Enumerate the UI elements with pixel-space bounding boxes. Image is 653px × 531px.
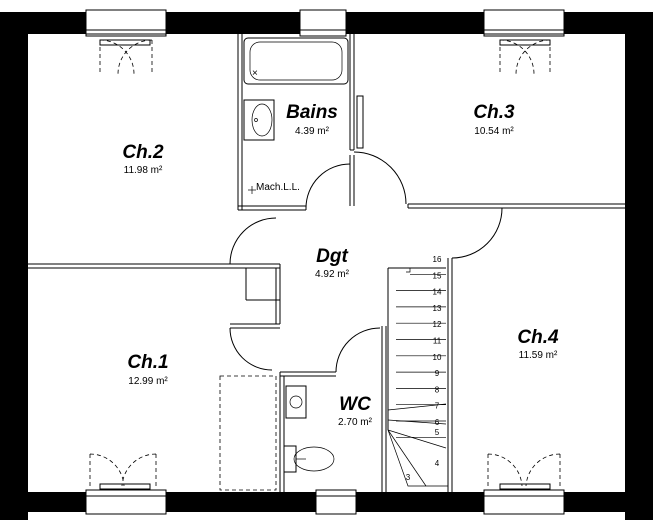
wc-sink xyxy=(285,385,307,419)
room-area-ch4: 11.59 m² xyxy=(519,350,558,361)
room-name-ch2: Ch.2 xyxy=(122,142,164,163)
room-name-dgt: Dgt xyxy=(316,246,348,267)
room-area-ch1: 12.99 m² xyxy=(128,376,168,387)
stair-step-number: 6 xyxy=(435,418,440,427)
dashed-cupboard xyxy=(219,375,277,491)
room-name-ch4: Ch.4 xyxy=(517,327,559,348)
stair-step-number: 4 xyxy=(435,459,440,468)
room-name-ch3: Ch.3 xyxy=(473,102,515,123)
room-name-bains: Bains xyxy=(286,102,338,123)
stair-step-number: 10 xyxy=(433,353,442,362)
room-area-wc: 2.70 m² xyxy=(338,417,373,428)
stair-step-number: 3 xyxy=(406,473,411,482)
doors xyxy=(229,151,503,373)
room-area-ch2: 11.98 m² xyxy=(124,165,163,176)
windows xyxy=(85,9,565,515)
stair-step-number: 11 xyxy=(433,337,442,346)
toilet xyxy=(283,445,335,473)
room-area-bains: 4.39 m² xyxy=(295,126,330,137)
room-name-wc: WC xyxy=(339,394,371,415)
interior-walls xyxy=(28,34,625,492)
bathtub: × xyxy=(243,37,349,85)
bathroom-sink xyxy=(243,99,275,141)
washing-machine-marker xyxy=(248,186,256,194)
room-name-ch1: Ch.1 xyxy=(127,352,168,373)
stair-step-number: 13 xyxy=(433,304,442,313)
room-area-dgt: 4.92 m² xyxy=(315,269,350,280)
stair-step-number: 7 xyxy=(435,402,440,411)
stair-step-number: 15 xyxy=(433,271,442,280)
stair-winder xyxy=(387,419,447,425)
stair-step-number: 9 xyxy=(435,369,440,378)
stair-step-number: 16 xyxy=(433,255,442,264)
stair-step-number: 8 xyxy=(435,385,440,394)
room-area-ch3: 10.54 m² xyxy=(474,126,514,137)
stair-step-number: 12 xyxy=(433,320,442,329)
stair-step-number: 5 xyxy=(435,428,440,437)
staircase: 16 15 14 13 12 11 10 9 8 7 65 4 3 xyxy=(387,255,448,487)
stair-winder xyxy=(387,403,447,411)
svg-text:×: × xyxy=(252,68,258,79)
stair-step-number: 14 xyxy=(433,288,442,297)
washing-machine-label: Mach.L.L. xyxy=(256,182,300,193)
